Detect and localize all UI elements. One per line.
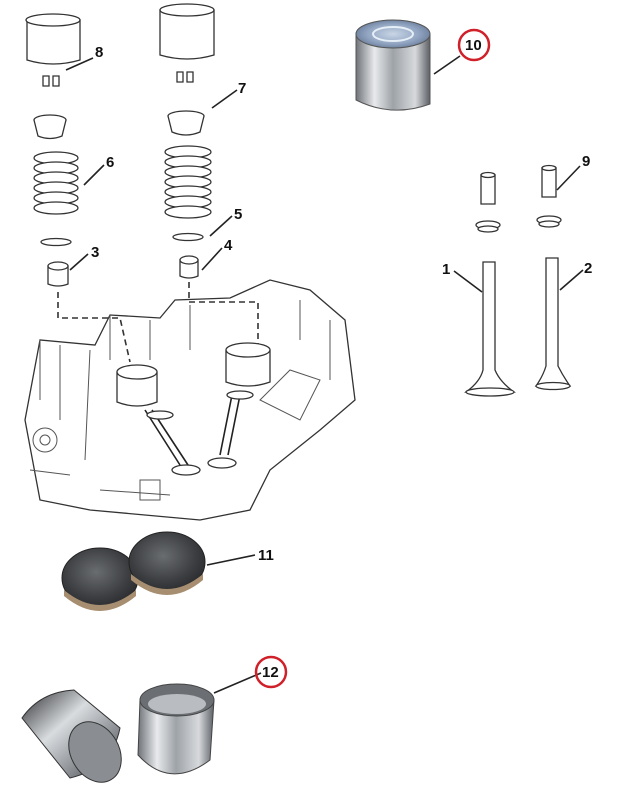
- shims-11: [61, 531, 206, 611]
- highlight-circle-12: [254, 655, 288, 689]
- hydraulic-bucket-10: [355, 19, 431, 111]
- callout-1: 1: [442, 261, 450, 278]
- callout-10: 10: [465, 37, 482, 54]
- callout-5: 5: [234, 206, 242, 223]
- callout-7: 7: [238, 80, 246, 97]
- tappets-12: [21, 683, 215, 783]
- callout-9: 9: [582, 153, 590, 170]
- callout-11: 11: [258, 547, 274, 564]
- left-valve-stack: [25, 13, 81, 287]
- leader-lines: [65, 55, 584, 694]
- cylinder-head: [24, 279, 356, 521]
- callout-12: 12: [262, 664, 279, 681]
- callout-4: 4: [224, 237, 233, 254]
- callout-6: 6: [106, 154, 114, 171]
- middle-valve-stack: [159, 3, 215, 279]
- separate-valves: [463, 164, 572, 397]
- callout-2: 2: [584, 260, 592, 277]
- callout-3: 3: [91, 244, 99, 261]
- callout-8: 8: [95, 44, 103, 61]
- highlight-circle-10: [457, 28, 491, 62]
